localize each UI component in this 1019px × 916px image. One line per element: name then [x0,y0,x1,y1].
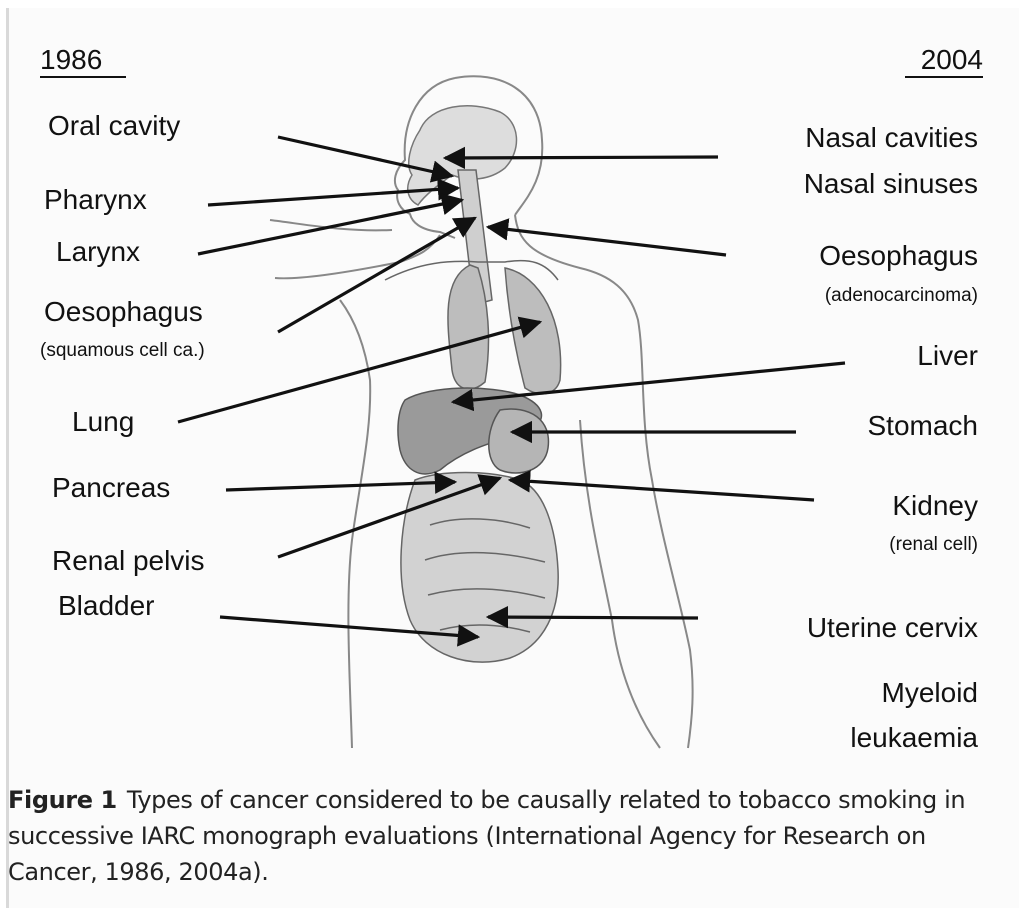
label-kidney-sub: (renal cell) [700,534,978,556]
label-bladder: Bladder [58,590,155,622]
label-uterine-cervix: Uterine cervix [700,612,978,644]
label-lung: Lung [72,406,134,438]
label-nasal-cavities: Nasal cavities [700,122,978,154]
label-kidney: Kidney [700,490,978,522]
label-leukaemia: leukaemia [700,722,978,754]
stomach [489,409,549,473]
lungs [385,261,561,394]
label-myeloid: Myeloid [700,677,978,709]
label-renal-pelvis: Renal pelvis [52,545,205,577]
year-2004: 2004 [905,44,983,78]
label-oesophagus-adeno: Oesophagus [700,240,978,272]
label-oesophagus-squamous: Oesophagus [44,296,203,328]
label-pancreas: Pancreas [52,472,170,504]
label-oral-cavity: Oral cavity [48,110,180,142]
label-nasal-sinuses: Nasal sinuses [700,168,978,200]
label-oesophagus-squamous-sub: (squamous cell ca.) [40,340,205,362]
label-larynx: Larynx [56,236,140,268]
year-1986: 1986 [40,44,126,78]
caption-text: Types of cancer considered to be causall… [8,786,965,886]
label-stomach: Stomach [700,410,978,442]
caption-label: Figure 1 [8,786,117,814]
label-liver: Liver [700,340,978,372]
label-pharynx: Pharynx [44,184,147,216]
label-oesophagus-adeno-sub: (adenocarcinoma) [700,285,978,307]
